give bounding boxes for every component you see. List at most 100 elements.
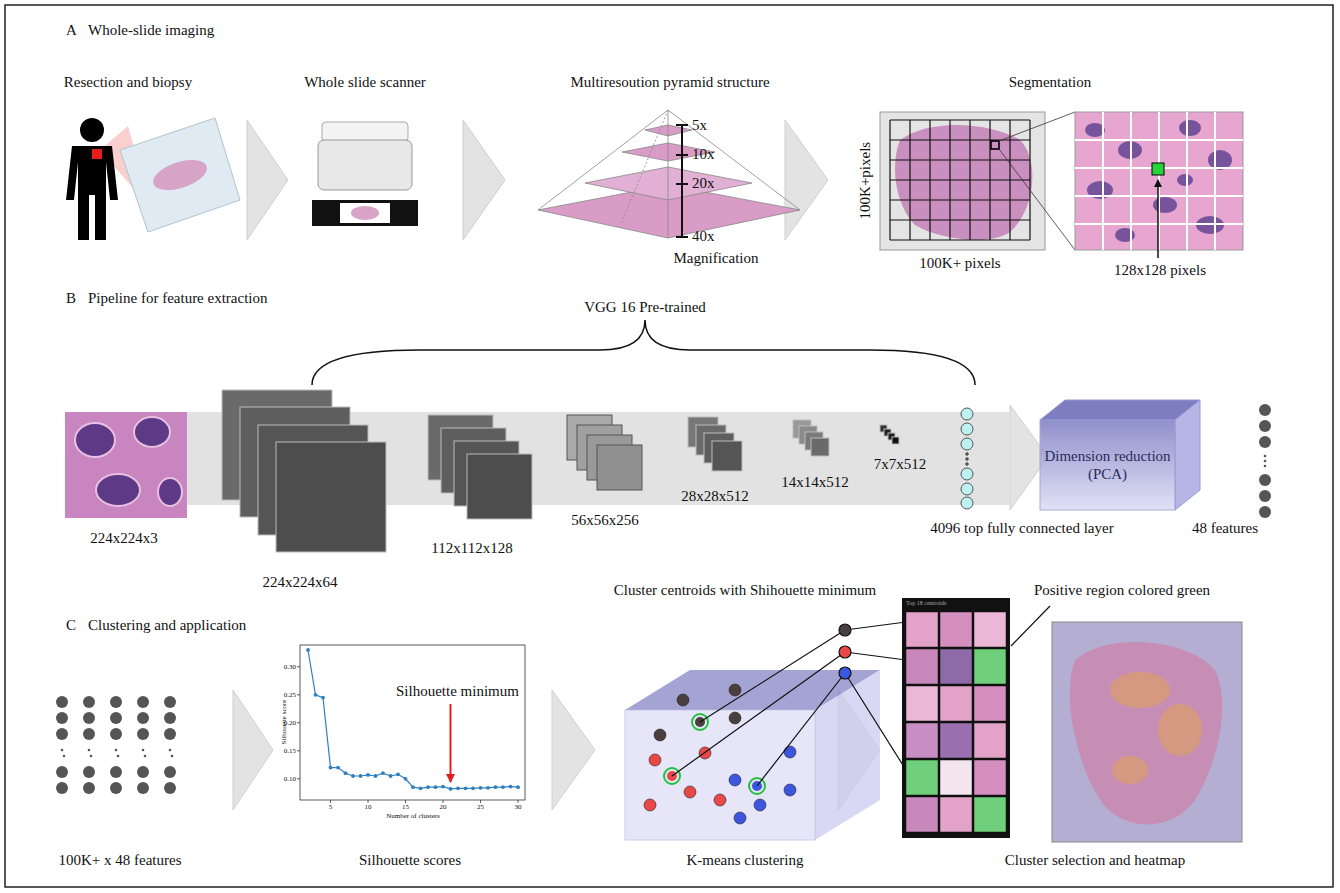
centroid-links — [839, 667, 851, 679]
feature-map-stack — [811, 438, 829, 456]
label-text: A — [66, 22, 77, 39]
centroid-links — [845, 622, 906, 630]
feature-dots — [1264, 460, 1267, 463]
scanner-icon — [312, 122, 418, 226]
patch-image — [75, 423, 115, 457]
slide-grid — [890, 119, 1030, 120]
cluster-cube — [729, 684, 741, 696]
tile-panel — [1011, 606, 1050, 646]
stage-chevron — [233, 690, 273, 810]
cluster-cube — [784, 784, 796, 796]
patient-figure — [80, 118, 104, 142]
label-text: K-means clustering — [686, 852, 803, 869]
pyramid-figure — [538, 110, 800, 238]
label-text: Positive region colored green — [1034, 582, 1210, 599]
label-text: 0.10 — [284, 775, 296, 783]
dense-layer — [961, 408, 973, 509]
feature-matrix — [56, 782, 68, 794]
feature-dots — [1264, 465, 1267, 468]
feature-matrix — [137, 728, 149, 740]
dense-layer — [961, 468, 973, 480]
tile-zoom — [1075, 112, 1243, 250]
process-box: Dimension reduction (PCA) — [1042, 447, 1173, 483]
centroid-links — [845, 652, 906, 660]
feature-matrix — [142, 749, 145, 752]
tile-panel — [906, 612, 938, 647]
pca-cube — [1040, 400, 1200, 510]
feature-matrix — [110, 766, 122, 778]
feature-dots — [1259, 404, 1271, 518]
centroid-links — [845, 673, 906, 770]
silhouette-chart — [297, 778, 300, 779]
heatmap — [1110, 672, 1170, 708]
cluster-cube — [754, 799, 766, 811]
cluster-cube — [684, 786, 696, 798]
feature-matrix — [144, 755, 147, 758]
pca-cube — [1040, 420, 1175, 510]
cluster-cube — [734, 812, 746, 824]
label-text: 0.30 — [284, 663, 296, 671]
feature-map-stack — [892, 437, 899, 444]
label-text: 224x224x3 — [90, 530, 158, 547]
slide-grid — [890, 120, 1030, 240]
patient-figure — [66, 118, 240, 240]
dense-layer — [961, 497, 973, 509]
label-text: 20 — [440, 803, 447, 811]
label-text: 10 — [365, 803, 372, 811]
feature-matrix — [164, 712, 176, 724]
label-text: Whole slide scanner — [304, 74, 426, 91]
feature-matrix — [137, 712, 149, 724]
magnification-scale — [676, 124, 688, 126]
tile-zoom — [1075, 112, 1243, 250]
label-text: 7x7x512 — [874, 456, 927, 473]
scanner-icon — [312, 200, 418, 226]
feature-matrix — [117, 755, 120, 758]
slide-grid — [890, 159, 1030, 160]
label-text: 112x112x128 — [431, 540, 512, 557]
feature-matrix — [56, 728, 68, 740]
tile-zoom — [1186, 112, 1188, 250]
label-text: 100K+ x 48 features — [58, 852, 181, 869]
heatmap — [1052, 622, 1242, 842]
tile-panel — [940, 723, 972, 758]
silhouette-chart — [368, 800, 369, 803]
feature-map-stack — [276, 442, 386, 552]
scanner-icon — [318, 140, 412, 190]
tile-zoom — [1179, 120, 1201, 136]
label-text: 4096 top fully connected layer — [930, 520, 1113, 537]
pyramid-figure — [668, 110, 800, 210]
magnification-scale — [676, 236, 688, 238]
tile-zoom — [1153, 197, 1177, 213]
tile-zoom — [1152, 163, 1164, 175]
feature-matrix — [83, 766, 95, 778]
label-text: 100K+pixels — [857, 142, 874, 220]
tile-panel — [902, 598, 1050, 838]
feature-dots — [1259, 420, 1271, 432]
tile-panel — [906, 723, 938, 758]
tile-panel — [906, 760, 938, 795]
dense-layer — [961, 408, 973, 420]
feature-matrix — [83, 696, 95, 708]
stage-chevron — [785, 120, 828, 240]
magnification-scale — [676, 125, 688, 237]
pyramid-figure — [645, 125, 692, 136]
tile-zoom — [1130, 112, 1132, 250]
feature-matrix — [56, 712, 68, 724]
feature-map-stack — [467, 454, 532, 519]
label-text: Top 18 centroids — [906, 600, 946, 607]
magnification-scale — [681, 125, 683, 237]
label-text: 5x — [692, 117, 707, 134]
feature-matrix — [88, 749, 91, 752]
tile-zoom — [1177, 174, 1193, 186]
scanner-icon — [351, 206, 379, 220]
pyramid-figure — [585, 167, 752, 200]
tile-zoom — [1157, 180, 1159, 258]
stage-chevron — [463, 120, 505, 240]
feature-matrix — [110, 728, 122, 740]
tile-panel — [974, 612, 1006, 647]
cluster-cube — [677, 694, 689, 706]
label-text: VGG 16 Pre-trained — [584, 299, 706, 316]
feature-matrix — [56, 696, 68, 708]
tile-panel — [940, 797, 972, 832]
